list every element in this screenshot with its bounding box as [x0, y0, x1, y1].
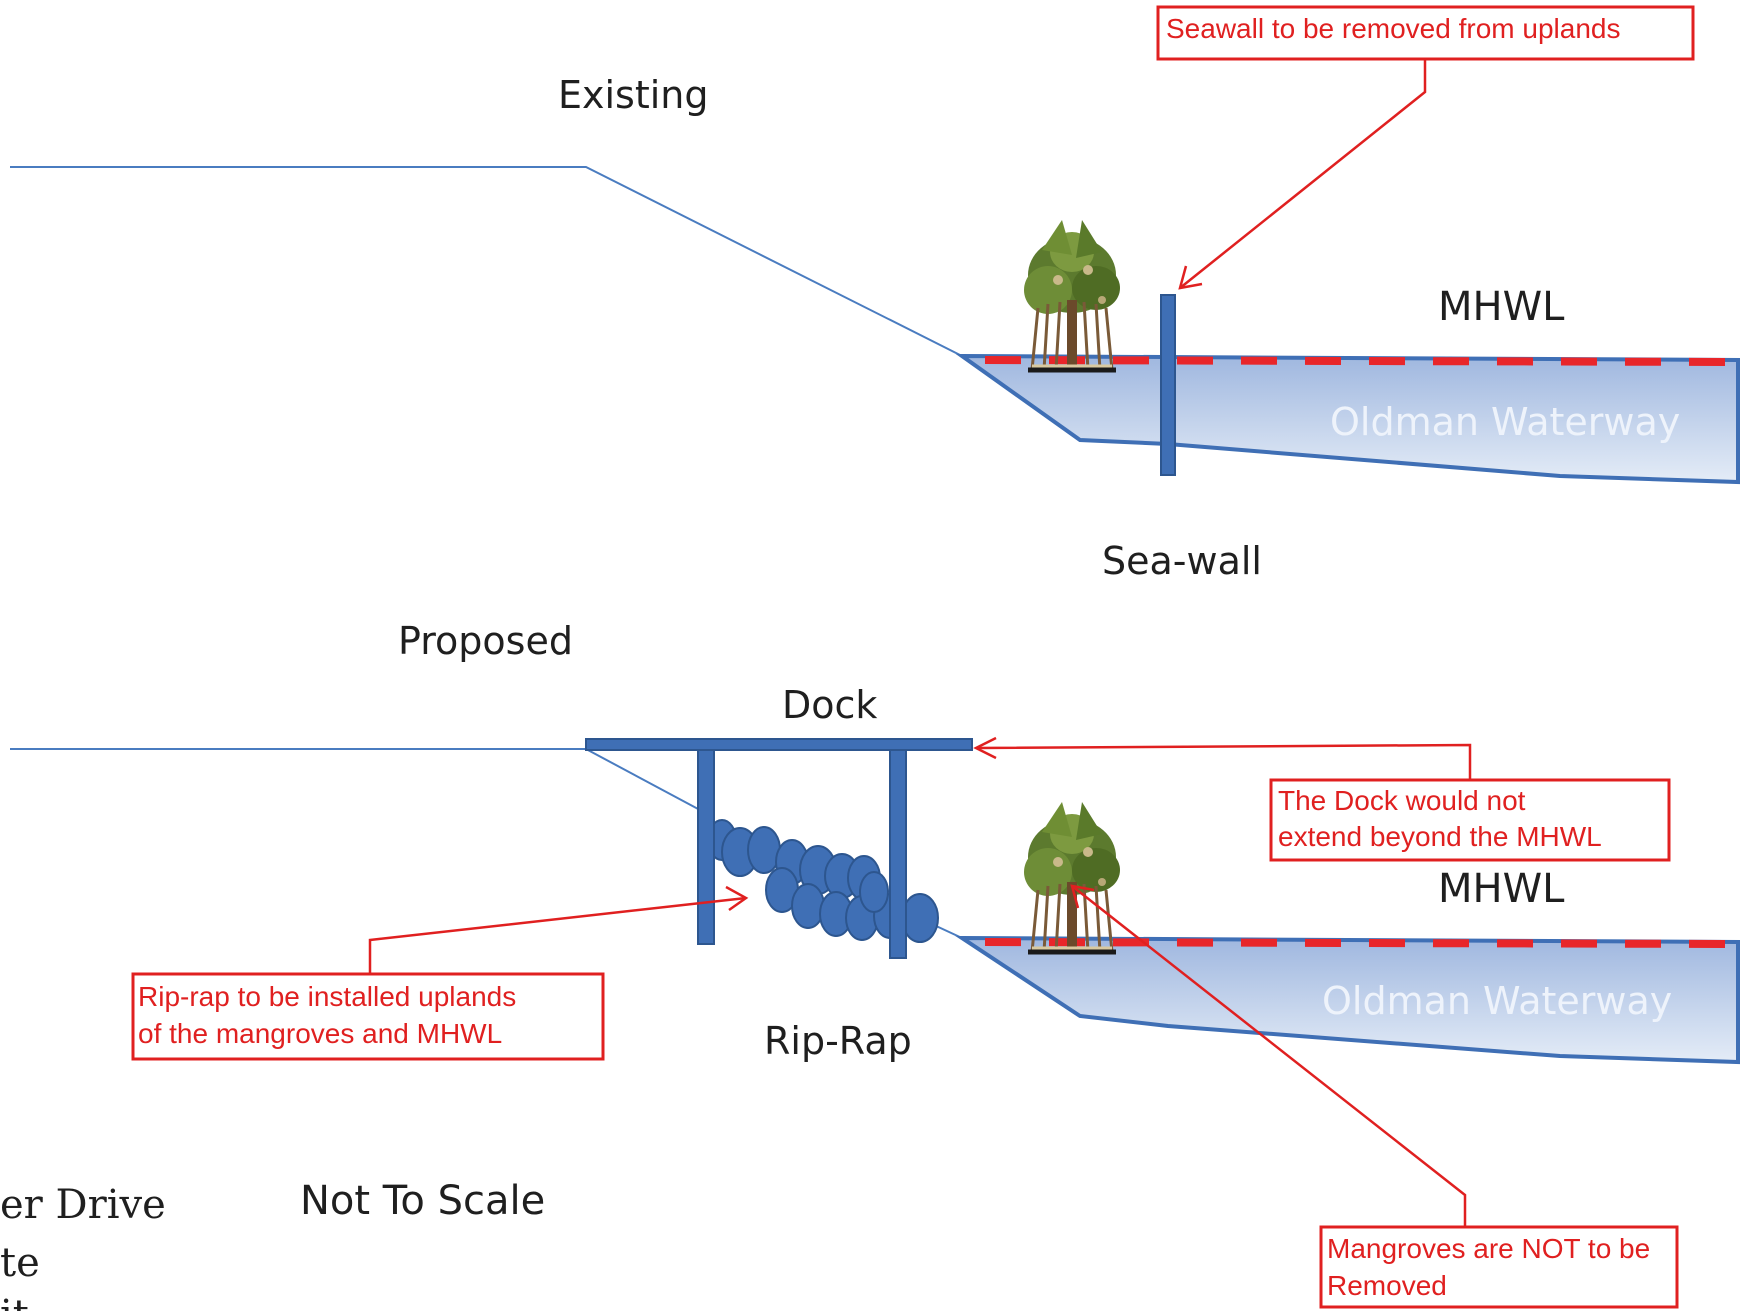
riprap-label: Rip-Rap [764, 1019, 912, 1063]
existing-ground-line [10, 166, 963, 357]
callout-dock-text-line1: The Dock would not [1278, 785, 1526, 816]
callout-mangroves-arrowhead [1070, 884, 1095, 909]
callout-seawall-box [1156, 5, 1695, 61]
seawall-label: Sea-wall [1102, 539, 1262, 583]
callout-mangroves-text-line1: Mangroves are NOT to be [1327, 1233, 1650, 1264]
cropped-text-line2: te [0, 1240, 40, 1286]
existing-section: Existing MHWL Oldman Waterway Sea-wall [10, 73, 1740, 583]
callout-seawall-text: Seawall to be removed from uplands [1166, 13, 1620, 44]
callout-riprap-arrowhead [725, 885, 749, 912]
callout-mangroves: Mangroves are NOT to be Removed [1070, 884, 1679, 1309]
callout-riprap-leader [368, 896, 747, 974]
callout-riprap-box [131, 972, 605, 1061]
callout-dock-leader [975, 743, 1472, 780]
dock-piling-left [697, 749, 715, 945]
callout-dock-text-line2: extend beyond the MHWL [1278, 821, 1602, 852]
callout-dock-box [1269, 778, 1671, 862]
callout-seawall-arrowhead [1178, 265, 1203, 290]
waterway-label-bottom: Oldman Waterway [1322, 979, 1672, 1023]
dock-label: Dock [782, 683, 877, 727]
dock-deck [585, 738, 973, 751]
callout-riprap: Rip-rap to be installed uplands of the m… [131, 885, 749, 1061]
mhwl-label-top: MHWL [1438, 284, 1565, 330]
waterway-label-top: Oldman Waterway [1330, 400, 1680, 444]
proposed-title: Proposed [398, 619, 573, 663]
cropped-text-line1: er Drive [0, 1182, 166, 1228]
cropped-text-line3: it [0, 1292, 29, 1311]
cropped-address-text: er Drive te it [0, 1182, 166, 1311]
callout-riprap-text-line2: of the mangroves and MHWL [138, 1018, 502, 1049]
callout-dock-arrowhead [973, 736, 997, 760]
mhwl-label-bottom: MHWL [1438, 866, 1565, 912]
callout-mangroves-box [1319, 1225, 1679, 1309]
callout-mangroves-leader [1071, 885, 1467, 1227]
callout-seawall-leader [1179, 59, 1427, 289]
existing-title: Existing [558, 73, 709, 117]
callout-mangroves-text-line2: Removed [1327, 1270, 1447, 1301]
seawall-post [1160, 294, 1176, 476]
proposed-ground-line [10, 748, 701, 811]
proposed-mangrove-tree-icon [1024, 802, 1120, 952]
not-to-scale-label: Not To Scale [300, 1178, 545, 1224]
callout-seawall-removed: Seawall to be removed from uplands [1156, 5, 1695, 290]
existing-water [955, 353, 1740, 485]
dock-piling-right [889, 749, 907, 959]
proposed-water [955, 935, 1740, 1065]
callout-riprap-text-line1: Rip-rap to be installed uplands [138, 981, 516, 1012]
proposed-section: Proposed Dock [10, 619, 1740, 1065]
proposed-slope-toe-line [933, 924, 963, 939]
callout-dock: The Dock would not extend beyond the MHW… [973, 736, 1671, 862]
existing-mangrove-tree-icon [1024, 220, 1120, 370]
